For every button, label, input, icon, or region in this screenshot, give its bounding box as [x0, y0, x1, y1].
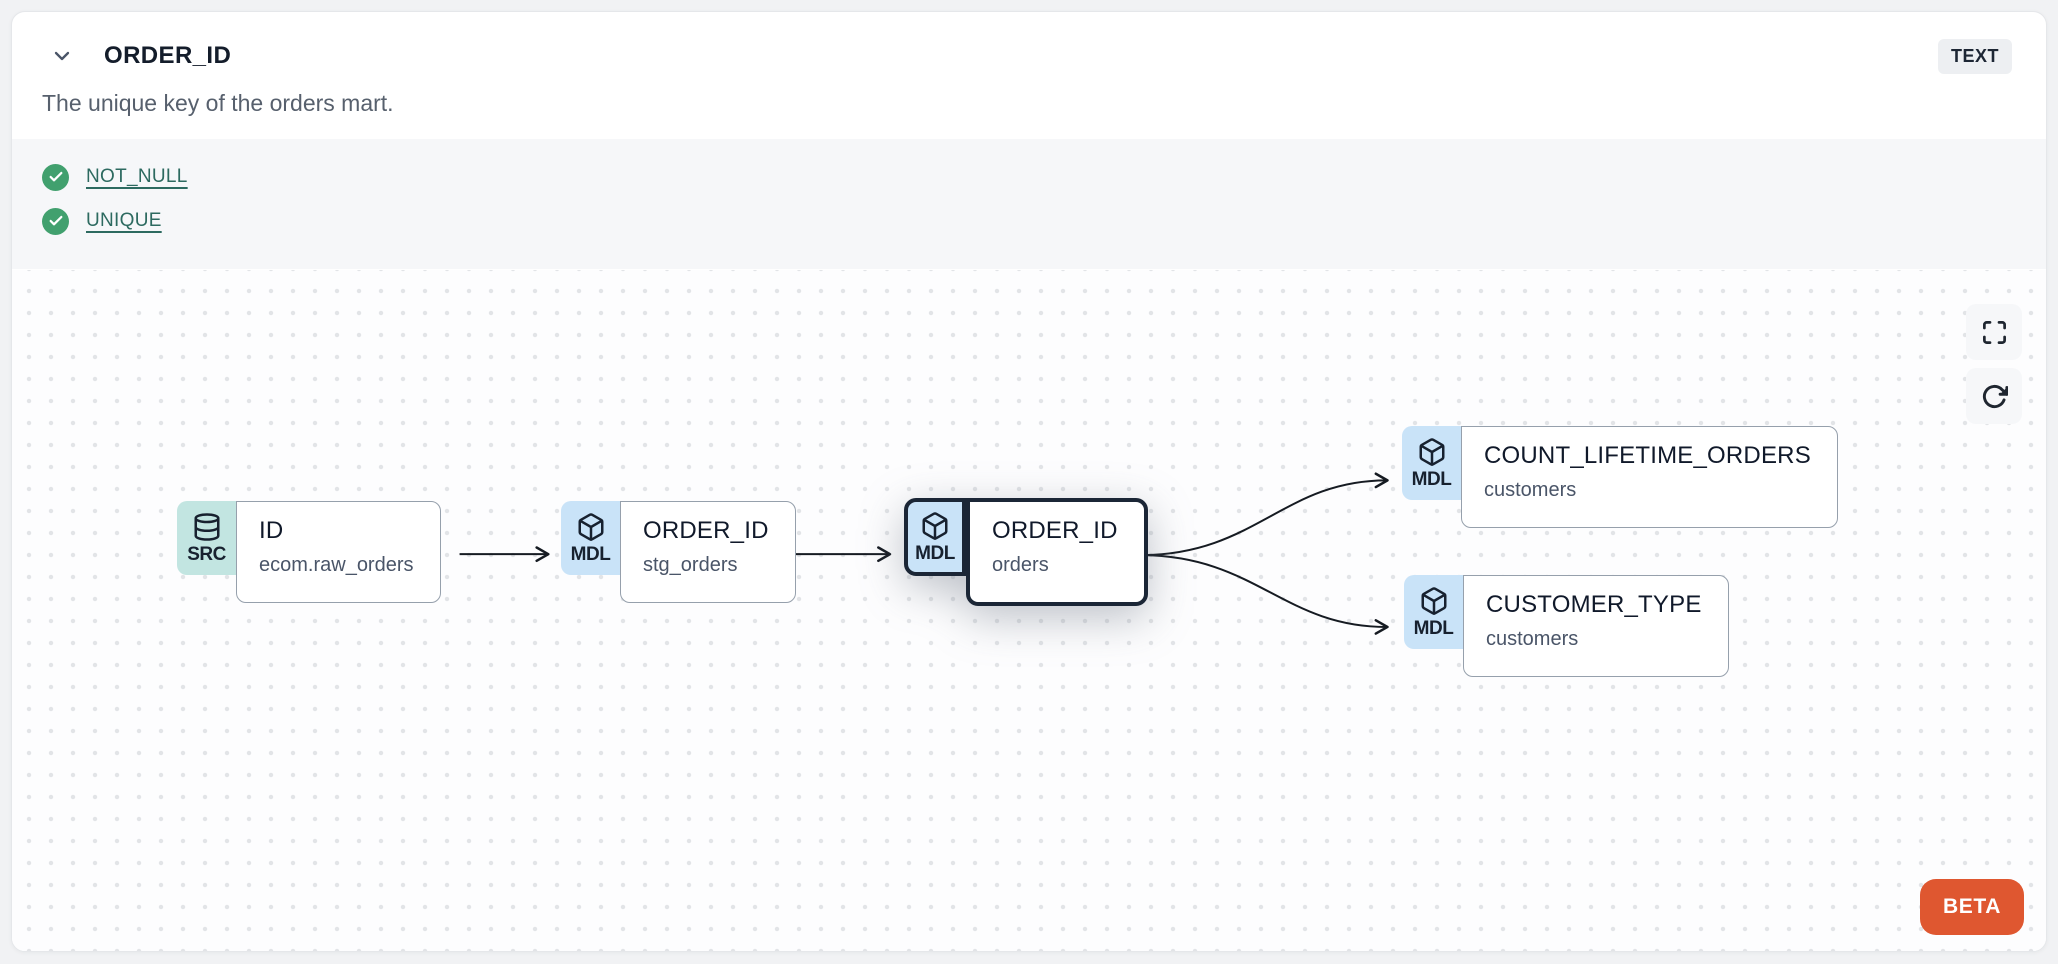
- lineage-edges: [459, 472, 1389, 635]
- source-badge: SRC: [177, 501, 236, 575]
- card-header: ORDER_ID TEXT: [12, 12, 2046, 74]
- node-subtitle: stg_orders: [643, 554, 738, 576]
- node-badge-label: MDL: [1413, 618, 1454, 639]
- cube-icon: [922, 512, 948, 540]
- node-subtitle: customers: [1484, 479, 1577, 501]
- node-title: ORDER_ID: [643, 517, 769, 544]
- chevron-down-icon: [54, 51, 70, 61]
- lineage-canvas[interactable]: SRC ID ecom.raw_orders MDL ORDER_ID stg_…: [12, 270, 2046, 951]
- edge-orders-to-ctype: [1139, 554, 1389, 635]
- cube-icon: [1421, 587, 1446, 615]
- database-icon: [194, 513, 219, 541]
- node-badge-label: SRC: [187, 544, 226, 565]
- beta-badge: BETA: [1919, 879, 2024, 935]
- model-badge: MDL: [904, 498, 966, 576]
- check-circle-icon: [42, 163, 69, 191]
- node-card: CUSTOMER_TYPE customers: [1463, 575, 1729, 677]
- node-subtitle: ecom.raw_orders: [259, 554, 414, 576]
- model-badge: MDL: [1402, 426, 1461, 500]
- node-title: ID: [259, 517, 284, 544]
- collapse-toggle-button[interactable]: [42, 38, 82, 74]
- cube-icon: [1419, 438, 1444, 466]
- fullscreen-button[interactable]: [1966, 304, 2022, 360]
- node-title: ORDER_ID: [992, 517, 1118, 544]
- fullscreen-icon: [1982, 320, 2006, 344]
- node-subtitle: customers: [1486, 628, 1579, 650]
- node-card: ID ecom.raw_orders: [236, 501, 441, 603]
- node-title: COUNT_LIFETIME_ORDERS: [1484, 442, 1811, 469]
- lineage-node-source-id[interactable]: SRC ID ecom.raw_orders: [177, 501, 441, 603]
- test-link-not-null[interactable]: NOT_NULL: [86, 166, 188, 187]
- node-card: COUNT_LIFETIME_ORDERS customers: [1461, 426, 1838, 528]
- refresh-button[interactable]: [1966, 368, 2022, 424]
- column-details-card: ORDER_ID TEXT The unique key of the orde…: [11, 11, 2047, 952]
- cube-icon: [578, 513, 603, 541]
- test-row-not-null[interactable]: NOT_NULL: [42, 155, 2016, 199]
- node-subtitle: orders: [992, 554, 1049, 576]
- lineage-node-stg-orders[interactable]: MDL ORDER_ID stg_orders: [561, 501, 796, 603]
- refresh-icon: [1982, 384, 2008, 408]
- canvas-controls: [1966, 304, 2022, 424]
- check-circle-icon: [42, 207, 69, 235]
- node-badge-label: MDL: [570, 544, 611, 565]
- node-card: ORDER_ID stg_orders: [620, 501, 796, 603]
- node-badge-label: MDL: [915, 543, 955, 564]
- column-type-badge: TEXT: [1937, 38, 2012, 74]
- node-badge-label: MDL: [1411, 469, 1452, 490]
- node-title: CUSTOMER_TYPE: [1486, 591, 1702, 618]
- tests-section: NOT_NULL UNIQUE: [12, 139, 2046, 269]
- lineage-node-count-lifetime-orders[interactable]: MDL COUNT_LIFETIME_ORDERS customers: [1402, 426, 1838, 528]
- node-card: ORDER_ID orders: [966, 498, 1148, 606]
- lineage-node-customer-type[interactable]: MDL CUSTOMER_TYPE customers: [1404, 575, 1729, 677]
- model-badge: MDL: [1404, 575, 1463, 649]
- test-link-unique[interactable]: UNIQUE: [86, 210, 162, 231]
- model-badge: MDL: [561, 501, 620, 575]
- column-title: ORDER_ID: [104, 42, 232, 69]
- column-description: The unique key of the orders mart.: [42, 90, 394, 116]
- test-row-unique[interactable]: UNIQUE: [42, 199, 2016, 243]
- edge-orders-to-count: [1139, 472, 1389, 557]
- lineage-node-orders-selected[interactable]: MDL ORDER_ID orders: [904, 498, 1148, 606]
